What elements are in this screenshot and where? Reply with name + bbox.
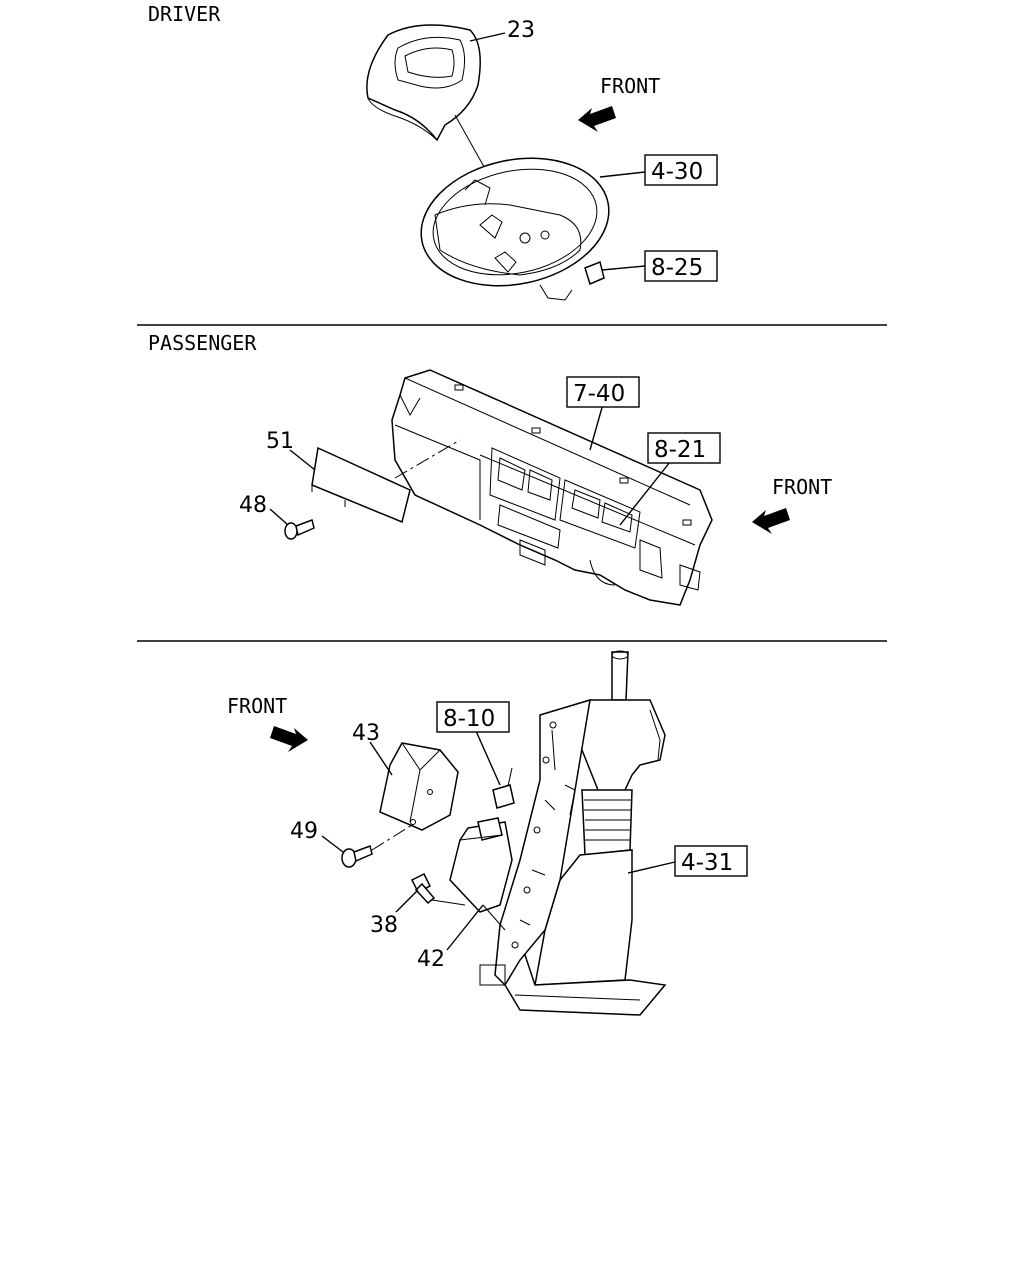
steering-wheel: [420, 157, 610, 301]
section-label-passenger: PASSENGER: [148, 331, 257, 355]
callout-23: 23: [507, 18, 535, 43]
leader-8-21: [619, 461, 671, 526]
front-label-column: FRONT: [227, 694, 287, 718]
ref-box-4-31: [674, 845, 748, 877]
column-cover-43: [379, 742, 459, 831]
front-label-driver: FRONT: [600, 74, 660, 98]
front-arrow-icon: [752, 508, 790, 534]
ref-7-40: 7-40: [573, 381, 625, 407]
ref-8-25: 8-25: [651, 255, 703, 281]
leader-49: [321, 835, 344, 853]
front-arrow-icon: [578, 106, 616, 132]
bolt-48: [284, 519, 315, 540]
bolt-38-assembly-line: [431, 899, 466, 906]
section-label-driver: DRIVER: [148, 2, 221, 26]
callout-38: 38: [370, 913, 398, 938]
bolt-38: [410, 872, 436, 905]
ref-box-7-40: [566, 376, 640, 408]
leader-48: [269, 508, 289, 526]
ref-4-31: 4-31: [681, 850, 733, 876]
leader-8-10: [475, 730, 501, 786]
ref-8-21: 8-21: [654, 437, 706, 463]
steering-column: [479, 650, 667, 1016]
leader-51-assembly: [394, 439, 461, 479]
callout-51: 51: [266, 429, 294, 454]
front-label-passenger: FRONT: [772, 475, 832, 499]
passenger-airbag-lid: [311, 446, 411, 524]
connector-8-10: [492, 784, 515, 809]
bracket-pointer: [482, 904, 506, 931]
leader-23: [469, 32, 506, 42]
ref-box-8-10: [436, 701, 510, 733]
leader-38: [395, 889, 419, 913]
leader-8-25: [601, 265, 646, 271]
leader-7-40: [589, 403, 604, 451]
leader-42: [446, 904, 484, 951]
callout-48: 48: [239, 493, 267, 518]
ref-box-8-25: [644, 250, 718, 282]
driver-section: DRIVER 23 4-30 8-25: [148, 2, 718, 301]
front-arrow-icon: [270, 726, 308, 752]
leader-49-assembly: [371, 824, 413, 851]
passenger-section: PASSENGER 7-40: [148, 331, 832, 606]
ref-4-30: 4-30: [651, 159, 703, 185]
driver-airbag-module: [366, 24, 481, 142]
ref-8-10: 8-10: [443, 706, 495, 732]
connector-wire: [507, 767, 513, 787]
steering-column-section: FRONT 4-31: [227, 650, 748, 1016]
callout-49: 49: [290, 819, 318, 844]
callout-42: 42: [417, 947, 445, 972]
combination-switch-connector: [584, 260, 605, 286]
screw-49: [341, 845, 373, 868]
leader-51: [289, 449, 316, 471]
bracket-42: [449, 817, 513, 913]
leader-43: [369, 741, 393, 776]
leader-4-30: [599, 171, 646, 178]
instrument-panel: [391, 369, 713, 606]
callout-43: 43: [352, 721, 380, 746]
ref-box-4-30: [644, 154, 718, 186]
leader-4-31: [627, 861, 676, 874]
ref-box-8-21: [647, 432, 721, 464]
